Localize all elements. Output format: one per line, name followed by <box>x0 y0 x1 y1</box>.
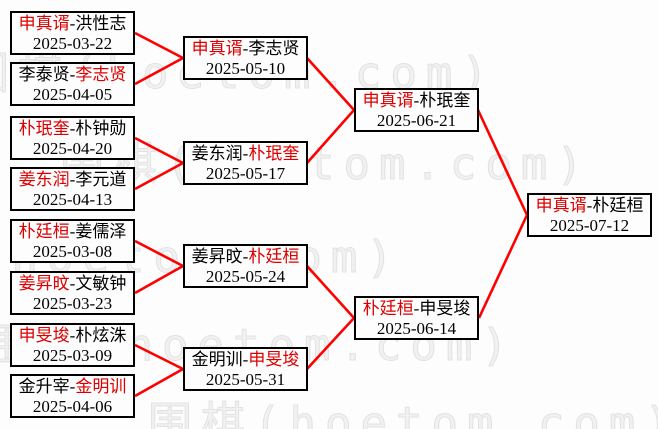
match-box-qf-4: 金明训-申旻埈 2025-05-31 <box>183 347 308 391</box>
player2-name: 李志贤 <box>75 64 127 84</box>
names-dash: - <box>413 298 420 318</box>
match-players: 姜昇旼-朴廷桓 <box>192 247 300 267</box>
match-date: 2025-05-10 <box>205 58 286 78</box>
match-box-qf-1: 申真谞-李志贤 2025-05-10 <box>183 36 308 80</box>
player1-name: 金明训 <box>191 349 243 369</box>
match-box-r16-5: 朴廷桓-姜儒泽 2025-03-08 <box>10 219 135 263</box>
player1-name: 申真谞 <box>191 38 243 58</box>
names-dash: - <box>69 376 76 396</box>
match-date: 2025-03-09 <box>32 345 113 365</box>
match-players: 朴廷桓-申旻埈 <box>363 299 471 319</box>
match-players: 姜东润-朴珉奎 <box>192 144 300 164</box>
names-dash: - <box>413 90 420 110</box>
match-players: 申真谞-朴珉奎 <box>363 91 471 111</box>
match-box-sf-1: 申真谞-朴珉奎 2025-06-21 <box>354 88 479 132</box>
player2-name: 朴钟勋 <box>75 118 127 138</box>
match-box-r16-2: 李泰贤-李志贤 2025-04-05 <box>10 62 135 106</box>
player2-name: 朴炫洙 <box>75 325 127 345</box>
player2-name: 朴珉奎 <box>419 90 471 110</box>
match-date: 2025-03-08 <box>32 241 113 261</box>
match-date: 2025-05-24 <box>205 266 286 286</box>
player2-name: 朴廷桓 <box>248 246 300 266</box>
match-box-r16-8: 金升宰-金明训 2025-04-06 <box>10 374 135 418</box>
match-date: 2025-07-12 <box>549 215 630 235</box>
match-box-r16-1: 申真谞-洪性志 2025-03-22 <box>10 11 135 55</box>
match-players: 申旻埈-朴炫洙 <box>19 326 127 346</box>
player1-name: 朴廷桓 <box>18 221 70 241</box>
match-date: 2025-04-20 <box>32 138 113 158</box>
match-box-r16-7: 申旻埈-朴炫洙 2025-03-09 <box>10 323 135 367</box>
match-box-final: 申真谞-朴廷桓 2025-07-12 <box>527 193 652 237</box>
match-date: 2025-04-06 <box>32 396 113 416</box>
player2-name: 李元道 <box>75 169 127 189</box>
match-box-r16-6: 姜昇旼-文敏钟 2025-03-23 <box>10 271 135 315</box>
player2-name: 朴珉奎 <box>248 143 300 163</box>
match-players: 朴廷桓-姜儒泽 <box>19 222 127 242</box>
names-dash: - <box>69 64 76 84</box>
names-dash: - <box>242 349 249 369</box>
player1-name: 姜昇旼 <box>191 246 243 266</box>
match-players: 朴珉奎-朴钟勋 <box>19 119 127 139</box>
match-box-r16-4: 姜东润-李元道 2025-04-13 <box>10 167 135 211</box>
match-players: 姜东润-李元道 <box>19 170 127 190</box>
match-box-qf-2: 姜东润-朴珉奎 2025-05-17 <box>183 141 308 185</box>
player2-name: 文敏钟 <box>75 273 127 293</box>
names-dash: - <box>69 118 76 138</box>
player2-name: 李志贤 <box>248 38 300 58</box>
player1-name: 李泰贤 <box>18 64 70 84</box>
player1-name: 金升宰 <box>18 376 70 396</box>
player2-name: 姜儒泽 <box>75 221 127 241</box>
match-players: 金升宰-金明训 <box>19 377 127 397</box>
match-players: 申真谞-李志贤 <box>192 39 300 59</box>
player1-name: 申真谞 <box>18 13 70 33</box>
match-box-qf-3: 姜昇旼-朴廷桓 2025-05-24 <box>183 244 308 288</box>
player2-name: 申旻埈 <box>419 298 471 318</box>
match-players: 申真谞-朴廷桓 <box>536 196 644 216</box>
match-players: 姜昇旼-文敏钟 <box>19 274 127 294</box>
player2-name: 朴廷桓 <box>592 195 644 215</box>
player1-name: 申旻埈 <box>18 325 70 345</box>
match-box-r16-3: 朴珉奎-朴钟勋 2025-04-20 <box>10 116 135 160</box>
names-dash: - <box>69 169 76 189</box>
match-date: 2025-04-05 <box>32 84 113 104</box>
match-date: 2025-06-21 <box>376 110 457 130</box>
player1-name: 姜昇旼 <box>18 273 70 293</box>
match-date: 2025-05-31 <box>205 369 286 389</box>
match-players: 申真谞-洪性志 <box>19 14 127 34</box>
player1-name: 朴廷桓 <box>362 298 414 318</box>
names-dash: - <box>69 273 76 293</box>
names-dash: - <box>69 325 76 345</box>
names-dash: - <box>242 38 249 58</box>
player2-name: 洪性志 <box>75 13 127 33</box>
match-date: 2025-04-13 <box>32 189 113 209</box>
player1-name: 申真谞 <box>362 90 414 110</box>
player2-name: 申旻埈 <box>248 349 300 369</box>
match-box-sf-2: 朴廷桓-申旻埈 2025-06-14 <box>354 296 479 340</box>
player1-name: 姜东润 <box>18 169 70 189</box>
match-date: 2025-06-14 <box>376 318 457 338</box>
player1-name: 姜东润 <box>191 143 243 163</box>
names-dash: - <box>586 195 593 215</box>
match-date: 2025-03-23 <box>32 293 113 313</box>
match-date: 2025-03-22 <box>32 33 113 53</box>
names-dash: - <box>69 221 76 241</box>
match-players: 李泰贤-李志贤 <box>19 65 127 85</box>
names-dash: - <box>242 246 249 266</box>
player1-name: 朴珉奎 <box>18 118 70 138</box>
player2-name: 金明训 <box>75 376 127 396</box>
names-dash: - <box>242 143 249 163</box>
names-dash: - <box>69 13 76 33</box>
match-players: 金明训-申旻埈 <box>192 350 300 370</box>
match-date: 2025-05-17 <box>205 163 286 183</box>
player1-name: 申真谞 <box>535 195 587 215</box>
